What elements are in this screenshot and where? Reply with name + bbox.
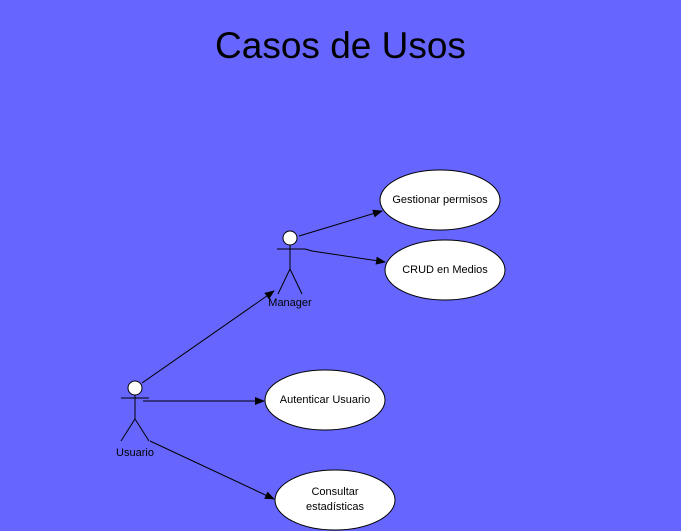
use-case-autenticar-usuario[interactable]	[264, 369, 386, 431]
use-case-consultar-estadisticas[interactable]	[274, 469, 396, 531]
actor-manager[interactable]	[277, 230, 305, 295]
actor-usuario-right-leg	[134, 418, 150, 442]
use-case-gestionar-permisos[interactable]	[379, 169, 501, 231]
actor-usuario[interactable]	[120, 380, 150, 442]
actor-usuario-label: Usuario	[116, 447, 154, 459]
association-manager-crud[interactable]	[304, 248, 386, 265]
actor-manager-right-leg	[289, 268, 303, 295]
actor-manager-left-leg	[277, 268, 291, 295]
actor-usuario-head	[127, 380, 143, 396]
diagram-title: Casos de Usos	[215, 25, 466, 66]
use-case-crud-medios[interactable]	[384, 239, 506, 301]
actor-manager-head	[282, 230, 298, 246]
actor-manager-label: Manager	[268, 297, 312, 309]
association-manager-gestionar[interactable]	[298, 209, 383, 237]
actor-usuario-left-leg	[120, 418, 136, 442]
association-usuario-manager[interactable]	[141, 290, 275, 384]
association-usuario-consultar[interactable]	[149, 440, 275, 500]
